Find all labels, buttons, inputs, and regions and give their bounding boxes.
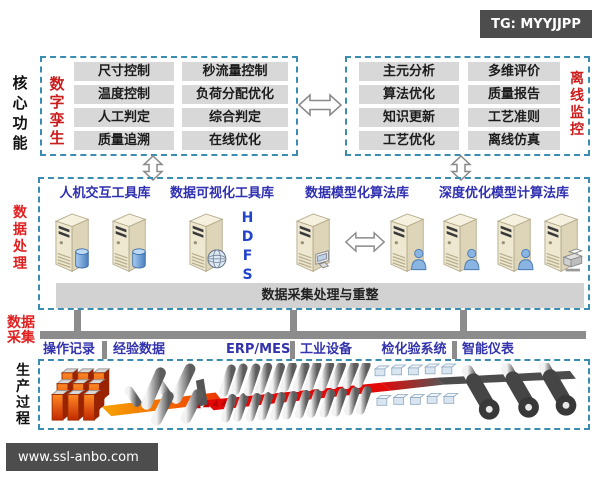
data-bus-label: 数据采集处理与重整: [261, 288, 379, 303]
data-source-label: 工业设备: [299, 342, 352, 357]
site-watermark-text: www.ssl-anbo.com: [18, 449, 139, 465]
server-tower-icon: [189, 213, 227, 273]
function-item: 主元分析: [359, 62, 459, 81]
data-source-label: 操作记录: [42, 342, 95, 357]
finishing-mill-rollers: [219, 363, 372, 423]
server-tower-icon: [390, 213, 427, 273]
function-item: 知识更新: [359, 108, 459, 127]
offline-monitoring-title: 离线监控: [570, 71, 584, 138]
function-item: 人工判定: [74, 108, 174, 127]
connector-bus-bar: [40, 331, 586, 339]
site-watermark-badge: www.ssl-anbo.com: [6, 443, 158, 471]
server-tower-icon: [497, 213, 534, 273]
data-source-label: 经验数据: [112, 342, 165, 357]
production-process-panel: [38, 359, 590, 430]
production-line-illustration: [50, 363, 577, 426]
server-tower-icon: [443, 213, 480, 273]
data-source-label: 检化验系统: [381, 342, 447, 357]
server-tower-icon: [55, 213, 89, 273]
connector-stub: [460, 310, 467, 332]
double-arrow-horizontal-icon: [298, 94, 342, 116]
hdfs-label: HDFS: [241, 210, 254, 283]
digital-twin-panel: 数字孪生 尺寸控制 温度控制 人工判定 质量追溯 秒流量控制 负荷分配优化 综合…: [40, 56, 298, 156]
library-header: 深度优化模型计算法库: [438, 186, 569, 201]
side-label-core-functions: 核心功能: [12, 74, 28, 152]
source-divider: [102, 341, 107, 359]
side-label-data-collection: 数据采集: [7, 315, 35, 346]
function-item: 工艺优化: [359, 131, 459, 150]
tg-watermark-text: TG: MYYJJPP: [491, 16, 581, 32]
cooling-strip: [380, 377, 444, 391]
data-bus-bar: 数据采集处理与重整: [56, 283, 584, 308]
library-header: 数据模型化算法库: [304, 186, 409, 201]
library-header: 人机交互工具库: [59, 186, 151, 201]
source-divider: [290, 341, 295, 359]
function-item: 算法优化: [359, 85, 459, 104]
tg-watermark-badge: TG: MYYJJPP: [480, 10, 592, 38]
function-item: 多维评价: [468, 62, 560, 81]
function-item: 温度控制: [74, 85, 174, 104]
function-item: 在线优化: [182, 131, 288, 150]
connector-stub: [290, 310, 297, 332]
cooling-blocks: [373, 363, 459, 406]
function-item: 秒流量控制: [182, 62, 288, 81]
side-label-data-processing: 数据处理: [13, 205, 27, 272]
data-source-label: 智能仪表: [461, 342, 514, 357]
function-item: 质量报告: [468, 85, 560, 104]
function-item: 质量追溯: [74, 131, 174, 150]
offline-monitoring-panel: 主元分析 算法优化 知识更新 工艺优化 多维评价 质量报告 工艺准则 离线仿真 …: [345, 56, 590, 156]
function-item: 离线仿真: [468, 131, 560, 150]
library-header: 数据可视化工具库: [169, 186, 274, 201]
double-arrow-horizontal-icon: [345, 232, 385, 252]
roughing-rollers: [124, 363, 204, 426]
source-divider: [452, 341, 457, 359]
side-label-production-process: 生产过程: [16, 363, 30, 427]
function-item: 综合判定: [182, 108, 288, 127]
digital-twin-title: 数字孪生: [49, 75, 65, 147]
down-coilers: [461, 363, 577, 420]
data-source-label: ERP/MES: [226, 342, 291, 357]
slab-stack: [50, 368, 111, 421]
data-platform-panel: 人机交互工具库 数据可视化工具库 数据模型化算法库 深度优化模型计算法库 HDF…: [38, 177, 590, 310]
function-item: 尺寸控制: [74, 62, 174, 81]
function-item: 工艺准则: [468, 108, 560, 127]
function-item: 负荷分配优化: [182, 85, 288, 104]
server-tower-icon: [112, 213, 146, 273]
server-tower-icon: [544, 213, 583, 273]
connector-stub: [74, 310, 81, 332]
server-tower-icon: [296, 213, 330, 273]
